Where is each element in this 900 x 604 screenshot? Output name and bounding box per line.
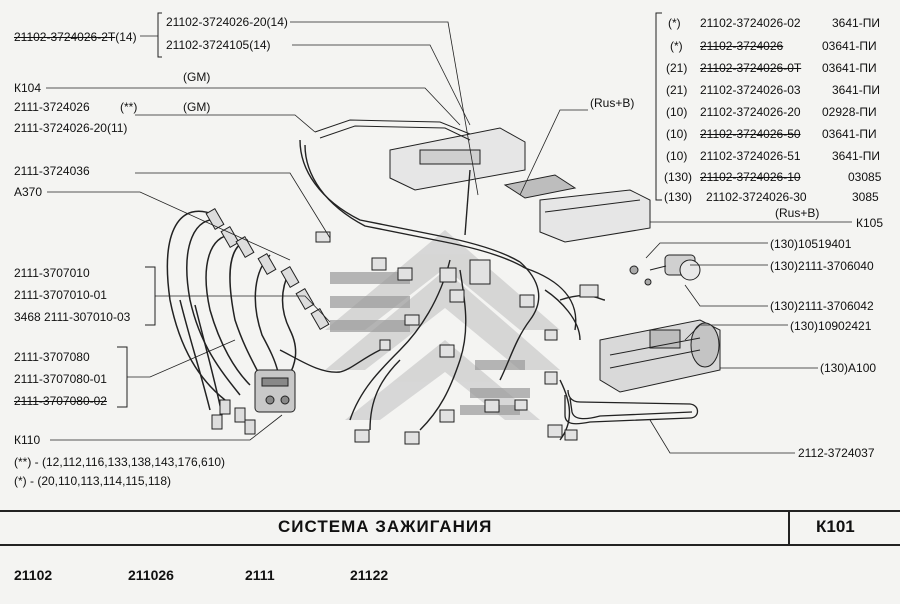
- table-row-code: 21102-3724026-10: [700, 170, 801, 184]
- label-a370: А370: [14, 185, 43, 199]
- footer-model-3: 2111: [245, 567, 275, 583]
- right-label-4: (130)10902421: [790, 319, 872, 333]
- label-ecu-b: 2111-3724026-20(11): [14, 121, 128, 135]
- table-row-prefix: (*): [670, 39, 683, 53]
- strike-after: (14): [115, 30, 137, 44]
- right-label-3: (130)2111-3706042: [770, 299, 874, 313]
- label-gm-2: (GM): [183, 100, 211, 114]
- label-k110: К110: [14, 433, 41, 447]
- spark-plug-caps: [205, 208, 330, 330]
- top-left-strike-code: 21102-3724026-2Т(14): [14, 30, 137, 44]
- connectors: [315, 231, 599, 445]
- label-ecu-a-note: (**): [120, 100, 138, 114]
- strike-code: 21102-3724026-2: [14, 30, 108, 44]
- strike-suffix: Т: [107, 30, 116, 44]
- leader-lines: [46, 21, 852, 454]
- note-double-star: (**) - (12,112,116,133,138,143,176,610): [14, 455, 226, 469]
- label-k105: К105: [856, 216, 884, 230]
- table-row-code: 21102-3724026-02: [700, 16, 801, 30]
- table-row-suffix: 03641-ПИ: [822, 127, 877, 141]
- lower-plug-caps: [211, 399, 256, 435]
- label-gm-1: (GM): [183, 70, 211, 84]
- page-title: СИСТЕМА ЗАЖИГАНИЯ: [278, 517, 493, 536]
- wire-code-3: 2111-3707080-02: [14, 394, 107, 408]
- page-code: К101: [816, 517, 855, 536]
- wire-code-2: 2111-3707080-01: [14, 372, 107, 386]
- coil-code-3: 3468 2111-307010-03: [14, 310, 131, 324]
- table-row-prefix: (21): [666, 83, 688, 97]
- table-row-suffix: 03085: [848, 170, 882, 184]
- table-row-code: 21102-3724026-51: [700, 149, 801, 163]
- right-label-6: 2112-3724037: [798, 446, 875, 460]
- coil-code-2: 2111-3707010-01: [14, 288, 107, 302]
- table-row-code: 21102-3724026-30: [706, 190, 807, 204]
- label-k104: К104: [14, 81, 42, 95]
- label-rus-b-top: (Rus+B): [590, 96, 635, 110]
- table-row-suffix: 3641-ПИ: [832, 16, 880, 30]
- wiring-harness: [279, 139, 606, 441]
- table-row-prefix: (10): [666, 127, 688, 141]
- table-row-prefix: (130): [664, 170, 693, 184]
- title-divider: [788, 510, 790, 544]
- label-harness: 2111-3724036: [14, 164, 90, 178]
- table-row-prefix: (*): [668, 16, 681, 30]
- ecu-unit-rus: [503, 174, 651, 243]
- table-row-code: 21102-3724026-0Т: [700, 61, 802, 75]
- table-row-suffix: 3085: [852, 190, 879, 204]
- sensor-cable: [564, 389, 699, 425]
- label-ecu-a: 2111-3724026: [14, 100, 90, 114]
- table-row-prefix: (21): [666, 61, 688, 75]
- table-row-suffix: 03641-ПИ: [822, 61, 877, 75]
- table-row-suffix: 3641-ПИ: [832, 149, 880, 163]
- coil-code-1: 2111-3707010: [14, 266, 90, 280]
- top-box-line-1: 21102-3724026-20(14): [166, 15, 288, 29]
- table-row-code: 21102-3724026-50: [700, 127, 801, 141]
- table-row-suffix: 3641-ПИ: [832, 83, 880, 97]
- title-bar: [0, 510, 900, 546]
- knock-sensor: [629, 254, 701, 286]
- footer-model-1: 21102: [14, 567, 53, 583]
- table-row-code: 21102-3724026: [700, 39, 784, 53]
- table-row-suffix: 02928-ПИ: [822, 105, 877, 119]
- starter-motor: [599, 319, 721, 393]
- label-rus-b-bottom: (Rus+B): [775, 206, 820, 220]
- footer-model-4: 21122: [350, 567, 389, 583]
- table-row-code: 21102-3724026-20: [700, 105, 801, 119]
- ecu-unit-gm: [314, 119, 526, 191]
- table-row-code: 21102-3724026-03: [700, 83, 801, 97]
- top-box-line-2: 21102-3724105(14): [166, 38, 271, 52]
- table-row-prefix: (10): [666, 105, 688, 119]
- wire-code-1: 2111-3707080: [14, 350, 90, 364]
- table-row-suffix: 03641-ПИ: [822, 39, 877, 53]
- ignition-module: [254, 369, 296, 413]
- table-row-prefix: (10): [666, 149, 688, 163]
- note-star: (*) - (20,110,113,114,115,118): [14, 474, 171, 488]
- footer-model-2: 211026: [128, 567, 174, 583]
- table-row-prefix: (130): [664, 190, 693, 204]
- right-label-1: (130)10519401: [770, 237, 852, 251]
- right-label-2: (130)2111-3706040: [770, 259, 874, 273]
- right-label-5: (130)А100: [820, 361, 877, 375]
